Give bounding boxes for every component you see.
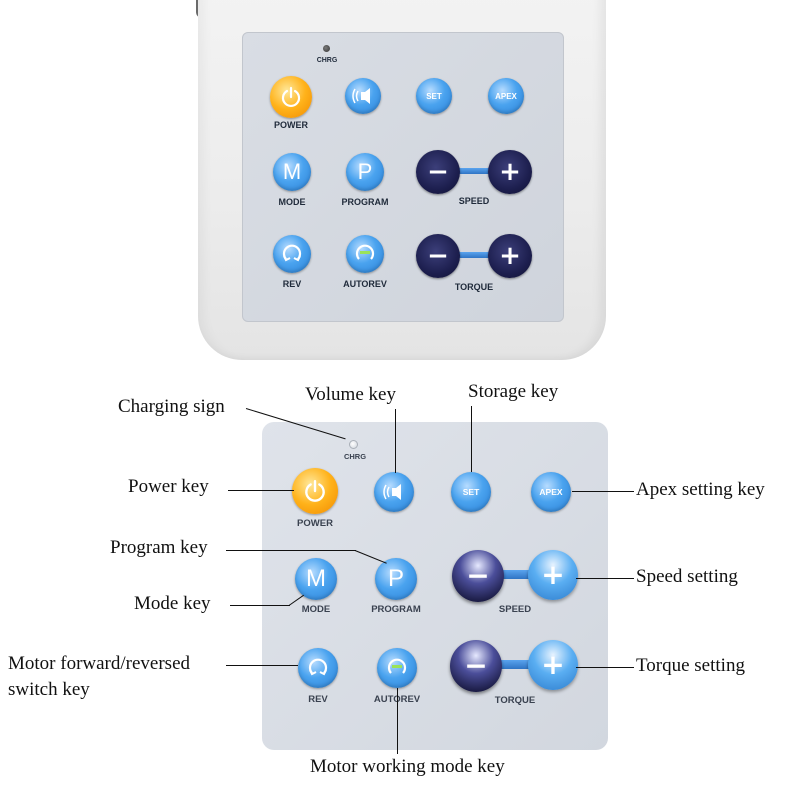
- torque-plus-button[interactable]: +: [488, 234, 532, 278]
- callout-motor-switch-line2: switch key: [8, 679, 90, 700]
- set-button-label: SET: [426, 91, 442, 101]
- torque-slider-bar: [450, 252, 494, 258]
- speed-label: SPEED: [458, 196, 490, 206]
- volume-icon: [383, 484, 401, 500]
- speed-slider-bar: [450, 168, 494, 174]
- callout-motor-switch-line1: Motor forward/reversed: [8, 653, 191, 674]
- callout-volume-key: Volume key: [305, 384, 396, 405]
- chrg-label: CHRG: [316, 57, 338, 64]
- power-label-zoom: POWER: [297, 518, 333, 529]
- program-button-letter: P: [357, 159, 373, 184]
- callout-apex-setting-key: Apex setting key: [636, 479, 765, 500]
- apex-button[interactable]: APEX: [488, 78, 524, 114]
- callout-torque-setting: Torque setting: [636, 655, 745, 676]
- minus-icon: −: [466, 559, 490, 592]
- callout-program-key: Program key: [110, 537, 208, 558]
- callout-charging-sign: Charging sign: [118, 396, 225, 417]
- plus-icon: +: [541, 558, 565, 591]
- volume-icon: [352, 88, 370, 104]
- callout-line-apex: [572, 491, 634, 493]
- autorev-icon: [355, 244, 375, 260]
- autorev-label: AUTOREV: [343, 279, 387, 289]
- plus-icon: +: [499, 157, 521, 187]
- torque-plus-button-zoom[interactable]: +: [528, 640, 578, 690]
- mode-label: MODE: [278, 197, 306, 207]
- mode-label-zoom: MODE: [301, 604, 331, 615]
- volume-button[interactable]: [345, 78, 381, 114]
- set-button-zoom[interactable]: SET: [451, 472, 491, 512]
- speed-plus-button-zoom[interactable]: +: [528, 550, 578, 600]
- rev-label-zoom: REV: [308, 694, 328, 705]
- rev-button-zoom[interactable]: [298, 648, 338, 688]
- autorev-button-zoom[interactable]: [377, 648, 417, 688]
- power-button-zoom[interactable]: [292, 468, 338, 514]
- apex-button-zoom[interactable]: APEX: [531, 472, 571, 512]
- rev-icon: [282, 244, 302, 262]
- chrg-label-zoom: CHRG: [343, 452, 367, 461]
- set-button[interactable]: SET: [416, 78, 452, 114]
- charging-indicator-zoom: [349, 440, 358, 449]
- callout-line-power: [228, 490, 294, 492]
- torque-label-zoom: TORQUE: [494, 695, 536, 706]
- plus-icon: +: [541, 648, 565, 681]
- apex-button-label: APEX: [495, 91, 517, 101]
- power-label: POWER: [273, 120, 309, 130]
- torque-minus-button[interactable]: −: [416, 234, 460, 278]
- power-icon: [281, 86, 301, 108]
- speed-plus-button[interactable]: +: [488, 150, 532, 194]
- rev-button[interactable]: [273, 235, 311, 273]
- callout-storage-key: Storage key: [468, 381, 559, 402]
- speed-label-zoom: SPEED: [498, 604, 532, 615]
- set-button-label-zoom: SET: [462, 487, 480, 497]
- callout-power-key: Power key: [128, 476, 209, 497]
- minus-icon: −: [464, 649, 488, 682]
- program-label: PROGRAM: [341, 197, 389, 207]
- callout-line-storage: [471, 406, 473, 472]
- power-icon: [305, 480, 325, 502]
- callout-mode-key: Mode key: [134, 593, 211, 614]
- speed-minus-button[interactable]: −: [416, 150, 460, 194]
- callout-line-motor-switch: [226, 665, 298, 667]
- minus-icon: −: [427, 157, 449, 187]
- autorev-button[interactable]: [346, 235, 384, 273]
- mode-button[interactable]: M: [273, 153, 311, 191]
- program-button[interactable]: P: [346, 153, 384, 191]
- charging-indicator: [323, 45, 330, 52]
- mode-button-zoom[interactable]: M: [295, 558, 337, 600]
- mode-button-letter-zoom: M: [306, 565, 326, 592]
- callout-speed-setting: Speed setting: [636, 566, 738, 587]
- program-button-letter-zoom: P: [387, 565, 404, 592]
- callout-motor-working-mode-key: Motor working mode key: [310, 756, 505, 777]
- rev-icon: [308, 658, 328, 676]
- rev-label: REV: [282, 279, 302, 289]
- speed-minus-button-zoom[interactable]: −: [452, 550, 504, 602]
- callout-line-mode-h: [230, 605, 290, 607]
- callout-line-program-h: [226, 550, 356, 552]
- torque-minus-button-zoom[interactable]: −: [450, 640, 502, 692]
- plus-icon: +: [499, 241, 521, 271]
- callout-line-working-mode: [397, 688, 399, 754]
- program-button-zoom[interactable]: P: [375, 558, 417, 600]
- callout-line-volume: [395, 409, 397, 473]
- torque-label: TORQUE: [454, 282, 494, 292]
- mode-button-letter: M: [282, 159, 302, 184]
- torque-slider-bar-zoom: [496, 660, 536, 669]
- minus-icon: −: [427, 241, 449, 271]
- power-button[interactable]: [270, 76, 312, 118]
- speed-slider-bar-zoom: [496, 570, 536, 579]
- callout-line-speed: [576, 578, 634, 580]
- autorev-icon: [387, 658, 407, 674]
- volume-button-zoom[interactable]: [374, 472, 414, 512]
- program-label-zoom: PROGRAM: [371, 604, 421, 615]
- apex-button-label-zoom: APEX: [539, 487, 563, 497]
- callout-line-torque: [576, 667, 634, 669]
